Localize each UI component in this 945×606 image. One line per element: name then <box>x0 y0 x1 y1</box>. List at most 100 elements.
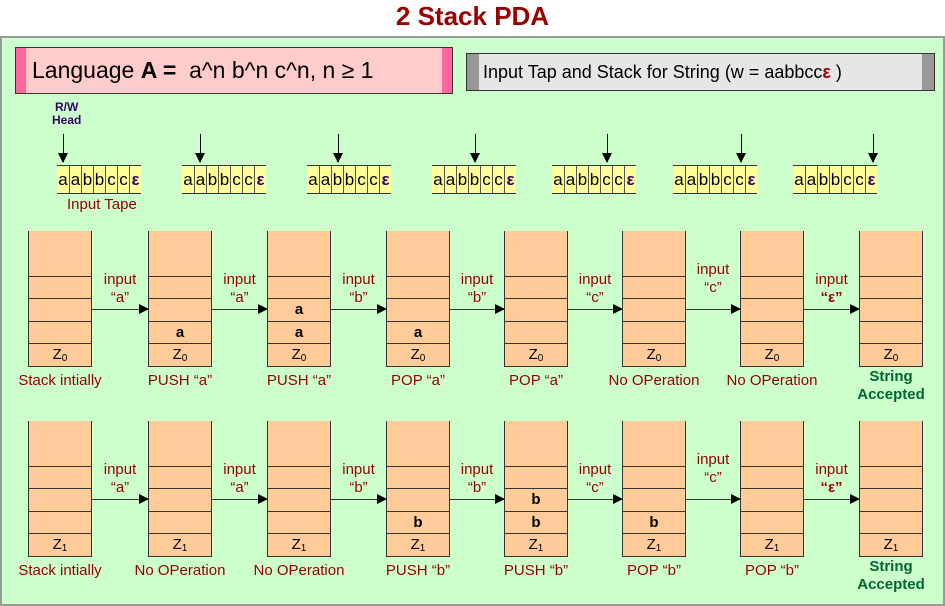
language-definition: a^n b^n c^n, n ≥ 1 <box>176 57 374 83</box>
caption-line: String <box>869 558 913 575</box>
stack-caption: Stack intially <box>18 372 102 389</box>
tape-cell: a <box>794 170 804 189</box>
tape-cell: c <box>355 166 367 193</box>
stack-caption: No OPeration <box>726 372 818 389</box>
stack-bottom-symbol: Z0 <box>149 343 211 366</box>
tape-cell: a <box>805 166 817 193</box>
stack-bottom-symbol: Z0 <box>505 343 567 366</box>
tape-cell: c <box>242 166 254 193</box>
transition-input-word: input <box>578 271 612 288</box>
bottom-subscript: 0 <box>419 353 426 364</box>
tape-cell: c <box>230 166 242 193</box>
stack-slot: a <box>387 321 449 343</box>
transition-label: input“c” <box>687 451 739 487</box>
read-head-arrow-icon <box>602 134 613 163</box>
tape-cell: a <box>319 166 331 193</box>
transition-symbol: “a” <box>110 479 130 496</box>
stack-slot <box>149 298 211 321</box>
bottom-subscript: 1 <box>773 543 780 554</box>
transition-input-word: input <box>815 461 848 478</box>
read-head-arrow-icon <box>195 134 206 163</box>
stack-bottom-symbol: Z0 <box>268 343 330 366</box>
tape-cell: b <box>588 166 600 193</box>
banner-cap-left <box>467 54 479 90</box>
transition-arrow-icon <box>331 304 387 314</box>
stack: Z1 <box>859 421 923 557</box>
tape-cell: ε <box>745 166 757 193</box>
stack-slot <box>860 511 922 533</box>
bottom-subscript: 1 <box>892 543 899 554</box>
stack: Z0 <box>740 231 804 367</box>
stack-slot <box>29 466 91 488</box>
read-head-arrow-icon <box>469 134 480 163</box>
bottom-subscript: 1 <box>61 543 68 554</box>
transition-input-word: input <box>223 461 256 478</box>
stack-bottom-symbol: Z1 <box>860 533 922 556</box>
stack-slot <box>149 276 211 298</box>
tape-cell: a <box>553 170 563 189</box>
tape-cell: b <box>343 166 355 193</box>
stack-slot <box>623 321 685 343</box>
stack: Z1 <box>267 421 331 557</box>
tape-cell: ε <box>504 166 516 193</box>
tape-cell: b <box>206 166 218 193</box>
stack-slot <box>623 488 685 511</box>
transition-label: input“a” <box>93 461 147 497</box>
tape-cell: b <box>331 166 343 193</box>
stack-caption: POP “b” <box>745 562 799 579</box>
transition-label: input“b” <box>451 271 503 307</box>
transition-input-word: input <box>578 461 612 478</box>
stack: Z1 <box>28 421 92 557</box>
tape-cell: b <box>81 166 93 193</box>
tape-cell: c <box>733 166 745 193</box>
stack-slot: a <box>149 321 211 343</box>
stack-slot <box>29 488 91 511</box>
transition-arrow-icon <box>450 494 505 504</box>
banner-cap-right <box>922 54 934 90</box>
transition-input-word: input <box>460 271 494 288</box>
stack-slot <box>623 298 685 321</box>
transition-input-word: input <box>696 451 730 468</box>
transition-symbol: “b” <box>467 479 487 496</box>
stack-caption: PUSH “a” <box>147 372 213 389</box>
transition-label: input“b” <box>332 461 385 497</box>
stack-slot: a <box>268 321 330 343</box>
transition-input-word: input <box>103 461 137 478</box>
tape-cell: ε <box>254 166 266 193</box>
input-tape-label: Input Tape <box>67 196 137 213</box>
tape-cell: c <box>367 166 379 193</box>
stack-slot <box>623 466 685 488</box>
stack-slot <box>268 511 330 533</box>
tape-cell: b <box>829 166 841 193</box>
transition-symbol: “c” <box>586 289 604 306</box>
stack-slot <box>29 276 91 298</box>
transition-arrow-icon <box>568 304 623 314</box>
bottom-subscript: 0 <box>300 353 307 364</box>
tape-cell: a <box>444 166 456 193</box>
stack-slot <box>860 298 922 321</box>
stack: Z0 <box>504 231 568 367</box>
stack-slot <box>505 466 567 488</box>
language-prefix: Language <box>32 57 141 83</box>
epsilon-symbol: ε <box>822 62 831 82</box>
bottom-subscript: 0 <box>537 353 544 364</box>
bottom-subscript: 1 <box>181 543 188 554</box>
stack-slot <box>149 488 211 511</box>
transition-symbol: “c” <box>586 479 604 496</box>
transition-symbol: “ε” <box>820 479 843 496</box>
tape-cell: a <box>58 170 68 189</box>
tape-cell: a <box>194 166 206 193</box>
stack: Z0 <box>859 231 923 367</box>
language-banner: Language A = a^n b^n c^n, n ≥ 1 <box>15 47 453 94</box>
read-head-arrow-icon <box>58 134 68 163</box>
banner-cap-right <box>442 48 452 93</box>
